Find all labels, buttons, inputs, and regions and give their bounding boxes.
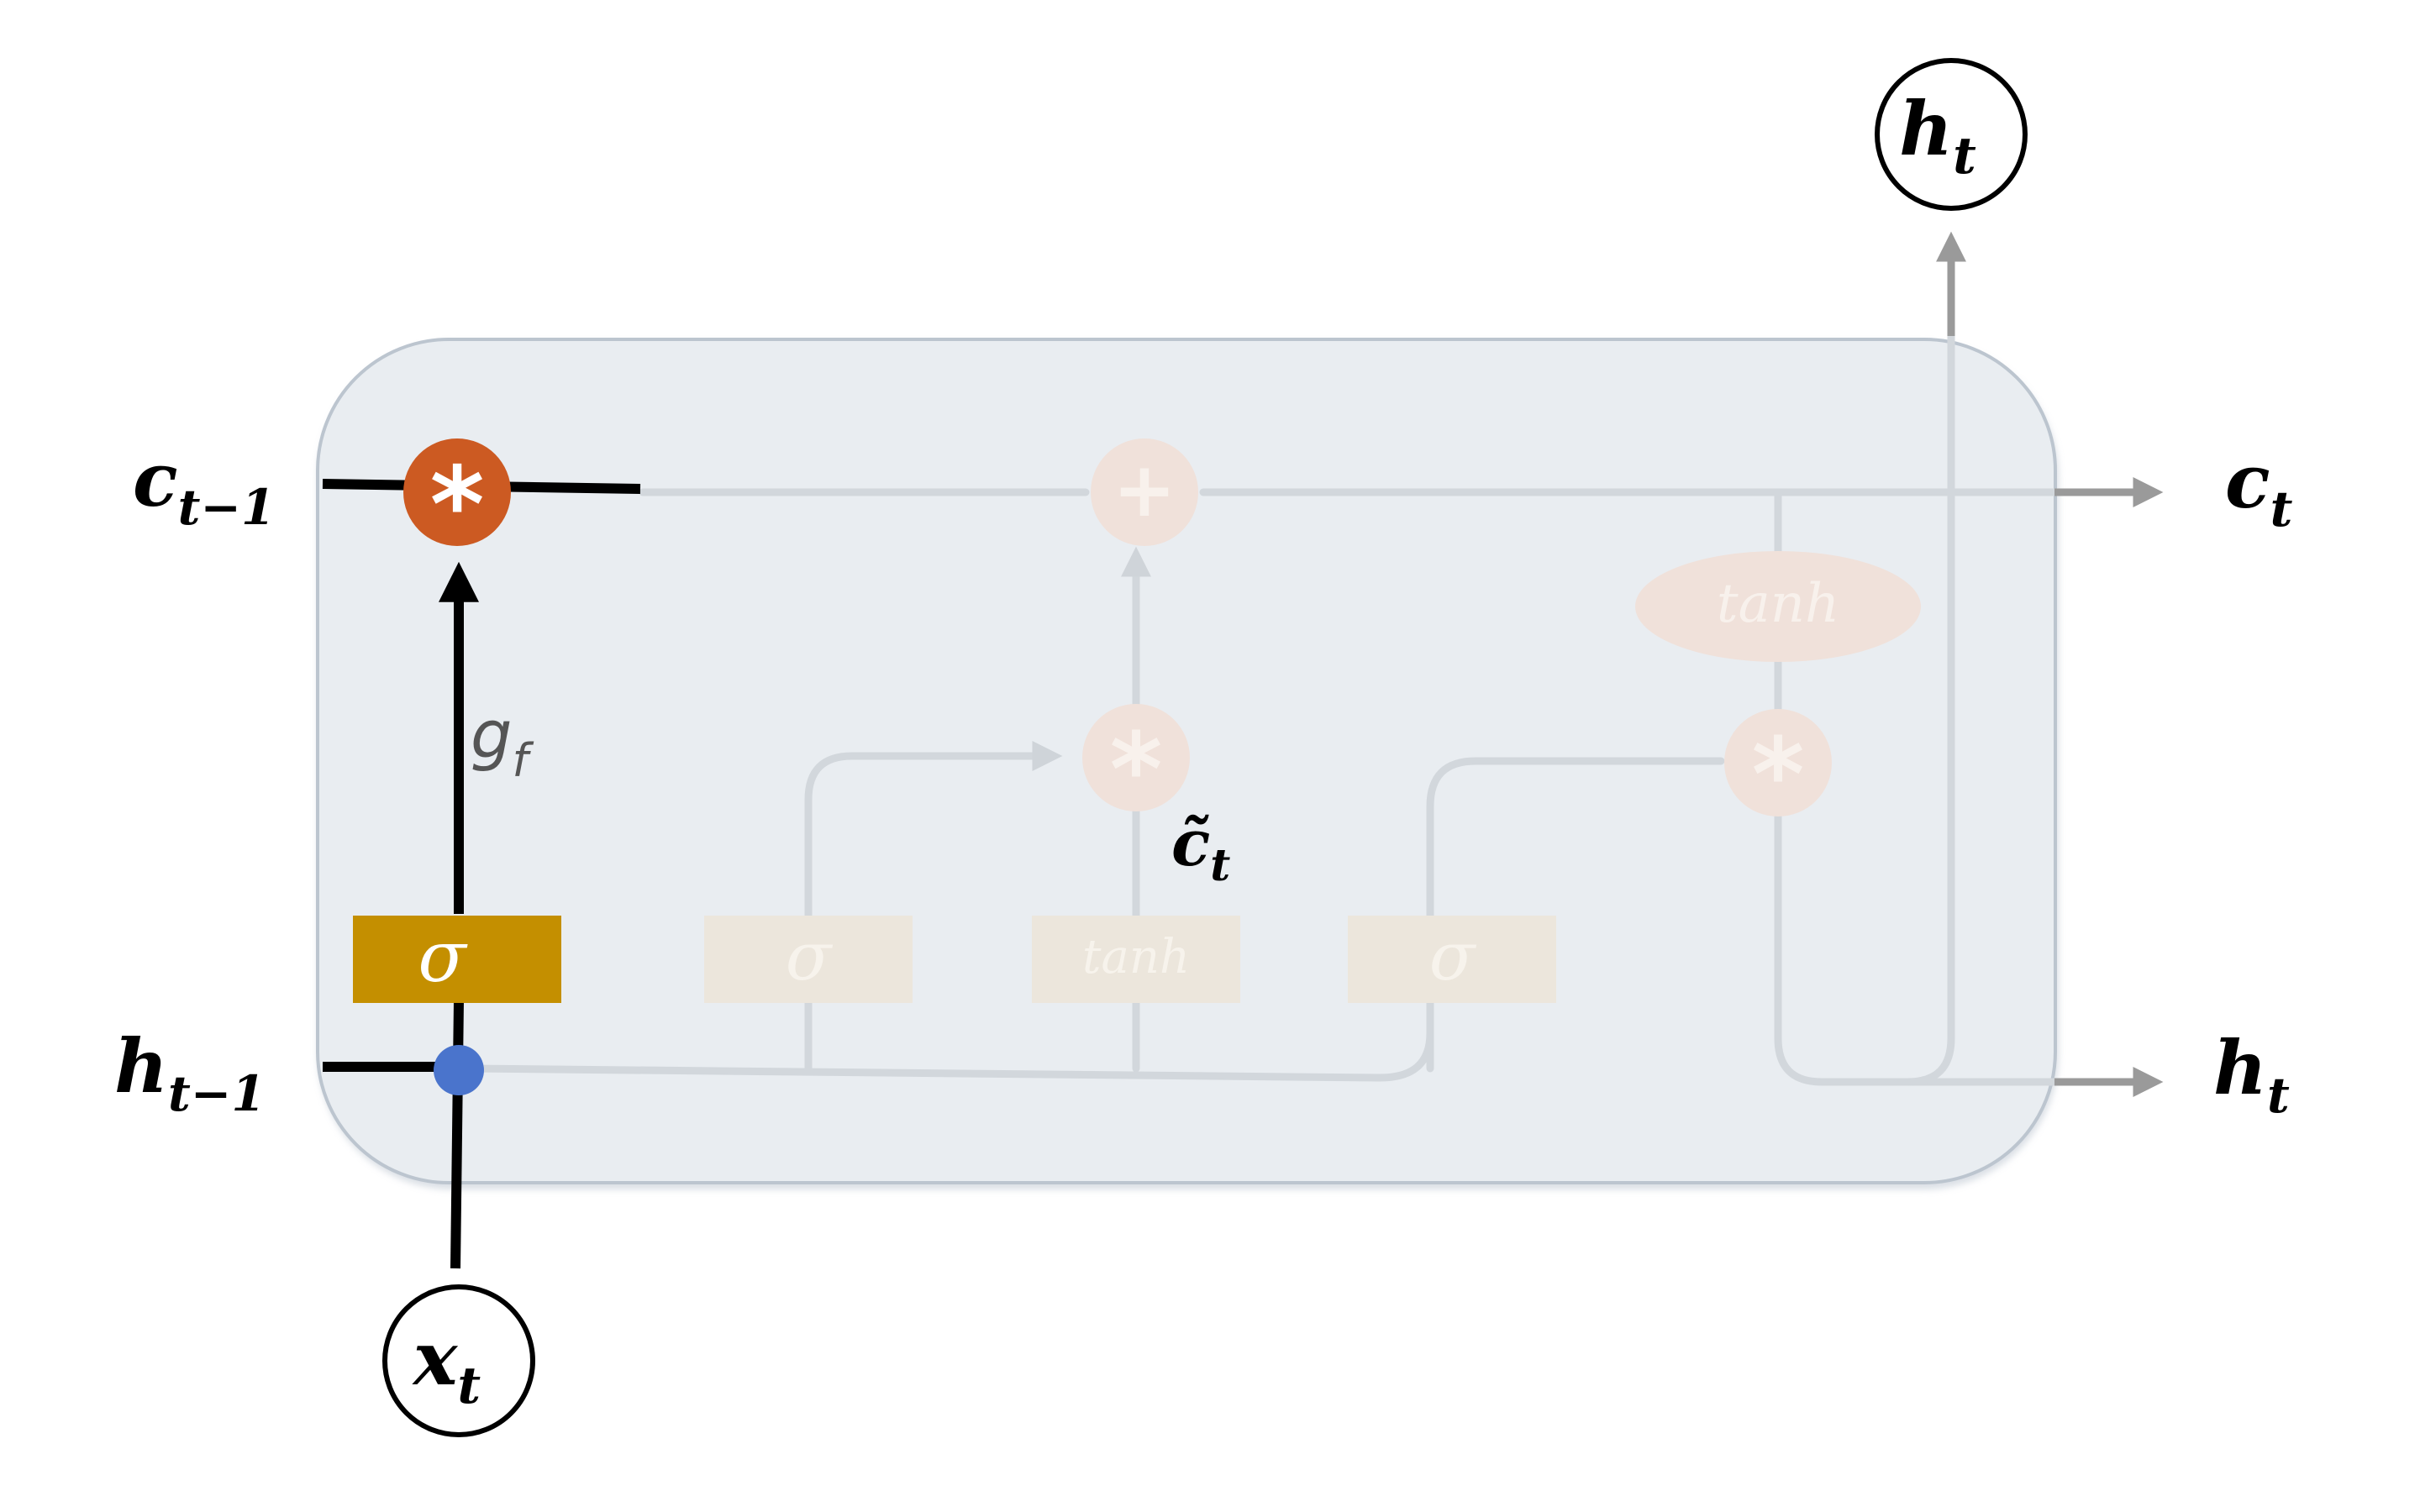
h-out-right-label: ht <box>2213 1024 2290 1124</box>
input-gate-label: σ <box>786 917 834 995</box>
c-prev-label: ct−1 <box>133 436 275 536</box>
x-input-label: xt <box>412 1315 481 1415</box>
output-arrows <box>1936 231 2164 1097</box>
candidate-cell-label: c̃t <box>1171 806 1230 891</box>
h-output-top-circle <box>1875 58 2028 211</box>
faded-operators: + * * <box>1082 438 1832 834</box>
x-in-line <box>450 999 464 1269</box>
output-gate-label: σ <box>1429 917 1477 995</box>
forget-mult-symbol: * <box>430 445 485 566</box>
cell-tanh-label: tanh <box>1717 573 1839 635</box>
output-mult-symbol: * <box>1752 717 1805 834</box>
h-output-top-label: ht <box>1899 85 1976 186</box>
forget-gate-label: σ <box>418 916 468 998</box>
candidate-gate-box <box>1032 916 1240 1003</box>
output-gate-box <box>1348 916 1556 1003</box>
candidate-gate-label: tanh <box>1082 930 1190 984</box>
x-input-circle <box>382 1284 535 1437</box>
c-out-label: ct <box>2225 438 2293 538</box>
input-gate-box <box>704 916 913 1003</box>
forget-gate-box <box>353 916 561 1003</box>
cell-tanh-ellipse <box>1635 551 1921 662</box>
input-mult-node <box>1082 704 1190 811</box>
h-prev-label: ht−1 <box>114 1022 266 1122</box>
forget-mult-node <box>403 438 511 546</box>
faded-paths <box>466 332 2059 1086</box>
cell-add-node <box>1091 438 1198 546</box>
output-mult-node <box>1724 709 1832 816</box>
faded-gates: σ tanh σ tanh <box>704 551 1921 1003</box>
cell-add-symbol: + <box>1113 446 1176 534</box>
input-mult-symbol: * <box>1110 712 1163 829</box>
input-junction-dot <box>434 1045 484 1095</box>
